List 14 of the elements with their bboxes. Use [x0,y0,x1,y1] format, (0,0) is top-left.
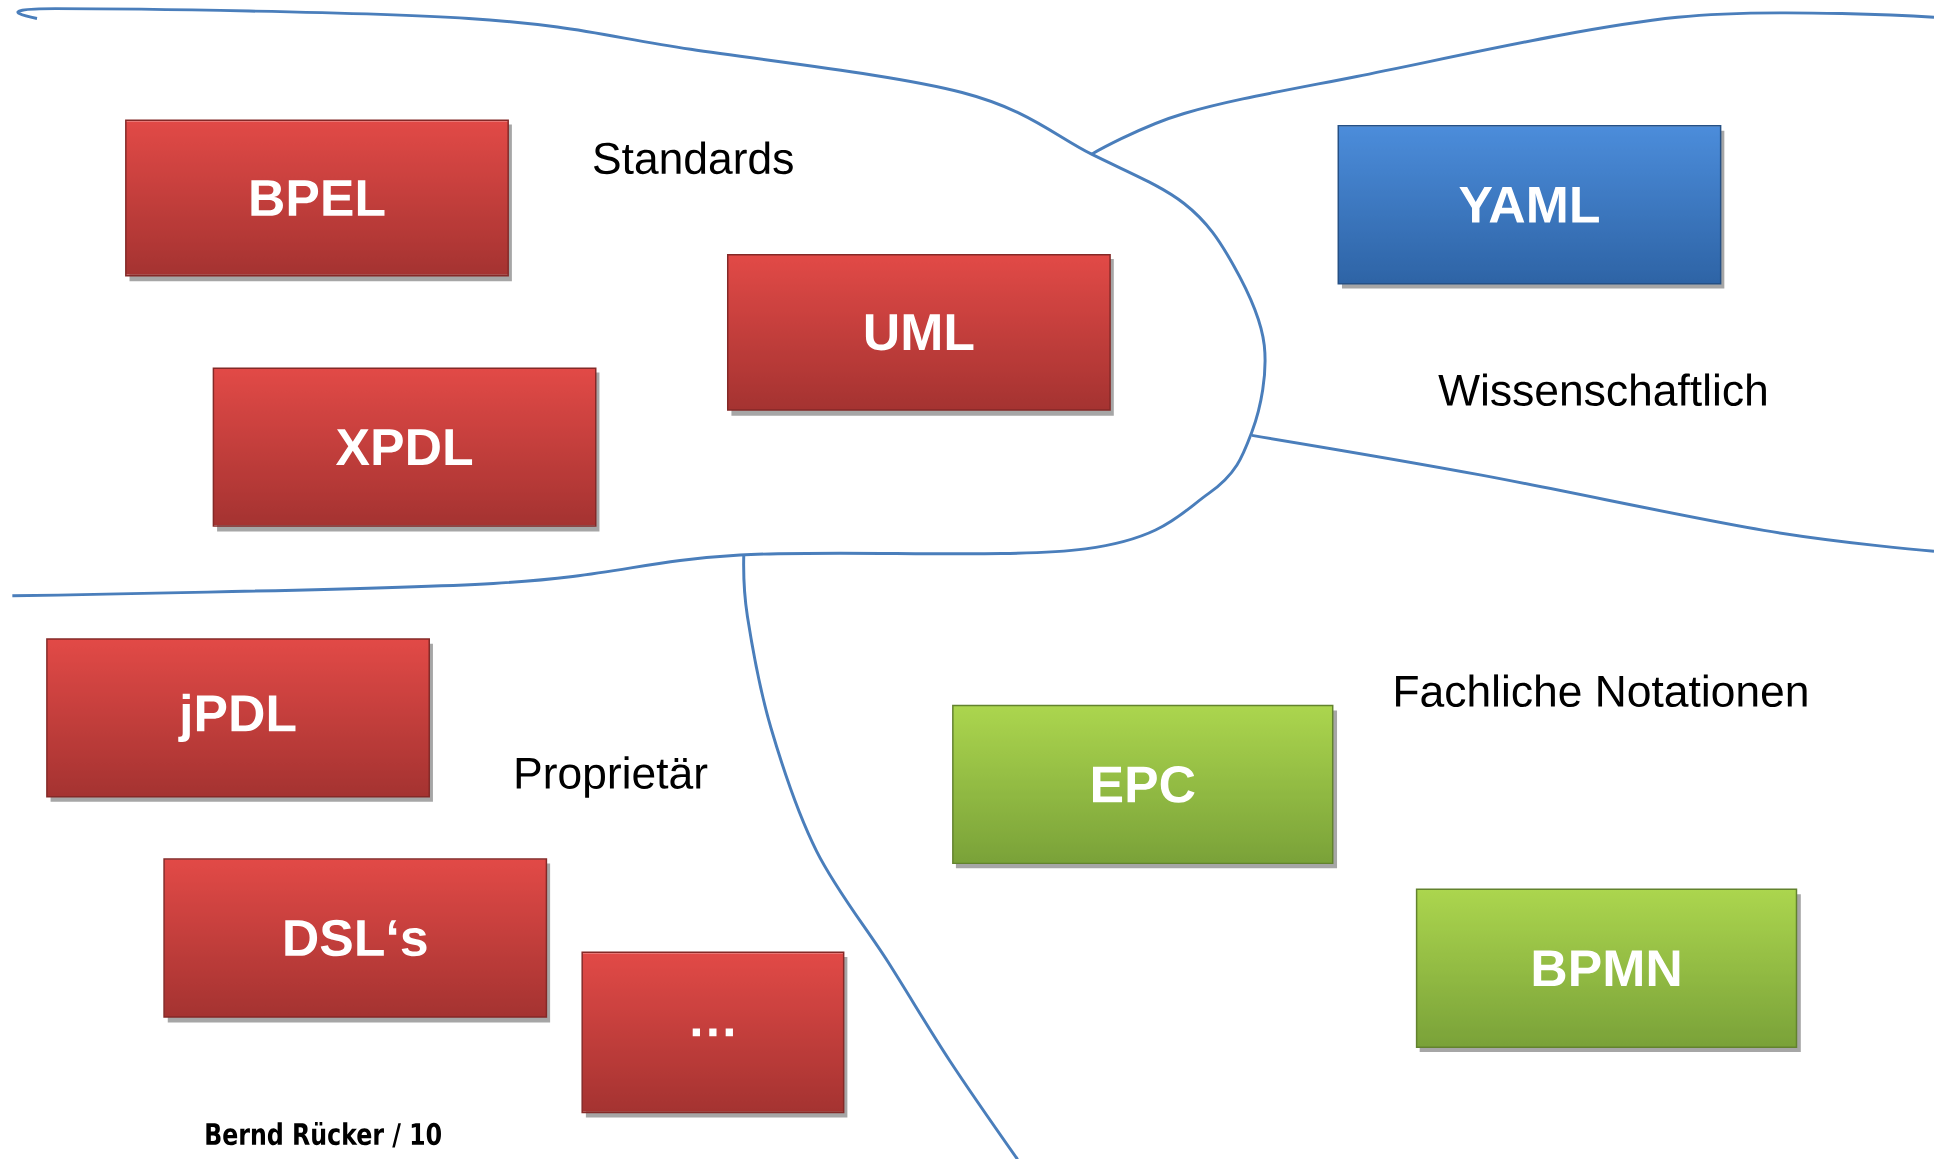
region-label: Wissenschaftlich [1438,373,1766,406]
label-box: BPEL [125,119,509,277]
label-box: … [581,951,845,1114]
footer-text: Bernd Rücker / 10 [206,1121,441,1148]
region-label: Proprietär [516,756,708,798]
label-box: BPMN [1415,888,1798,1048]
label-box: XPDL [212,367,597,527]
label-box: UML [727,253,1111,411]
label-box: EPC [952,704,1334,864]
label-box: YAML [1337,124,1722,285]
label-box: jPDL [46,637,430,798]
label-box: DSL‘s [163,858,548,1018]
region-label: Fachliche Notationen [1396,674,1807,707]
region-label: Standards [594,141,793,174]
